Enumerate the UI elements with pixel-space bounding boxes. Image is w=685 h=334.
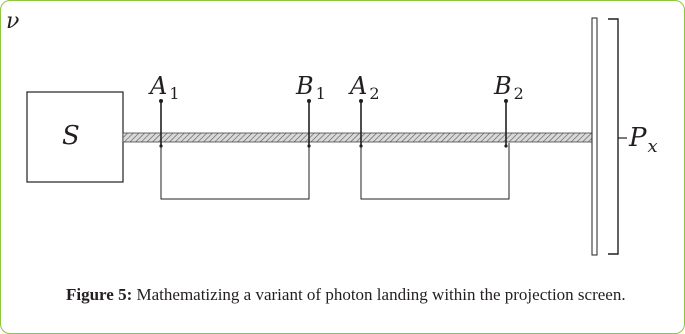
marker-b1-top-dot [307,99,311,103]
screen-bracket [608,18,619,255]
connector-a1-b1 [160,143,310,200]
photon-beam [122,132,594,143]
marker-a1-top-dot [159,99,163,103]
screen-label: Px [628,123,658,157]
source-label: S [62,121,80,151]
caption-label: Figure 5: [66,285,133,304]
marker-a2-bottom-dot [359,144,363,148]
projection-screen [591,17,598,256]
marker-b1-bottom-dot [307,144,311,148]
caption-text: Mathematizing a variant of photon landin… [132,285,626,304]
marker-b2-top-dot [504,99,508,103]
corner-label: ν [6,9,19,34]
marker-a1-bottom-dot [159,144,163,148]
connector-a2-b2 [360,143,510,200]
source-box [26,91,124,183]
marker-b2-bottom-dot [504,144,508,148]
marker-a2-top-dot [359,99,363,103]
figure-caption: Figure 5: Mathematizing a variant of pho… [66,284,666,306]
